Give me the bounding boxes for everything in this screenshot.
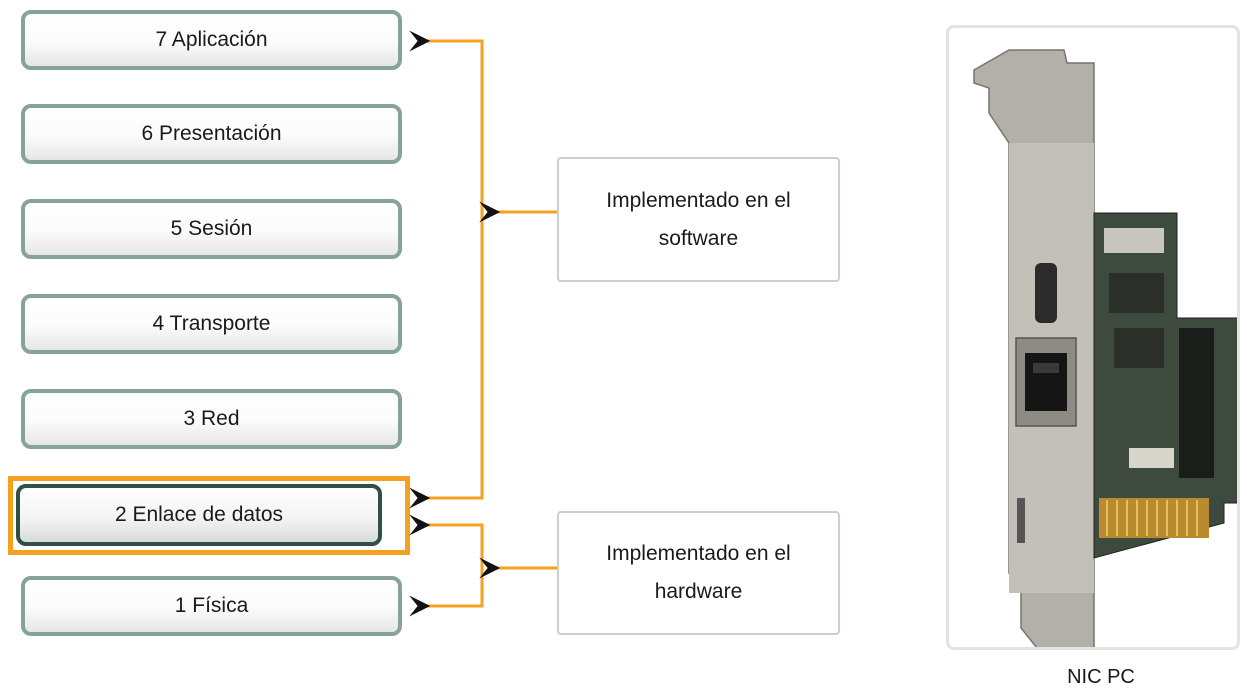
- layer-7-application: 7 Aplicación: [21, 10, 402, 70]
- data-link-highlight-frame: [8, 476, 410, 555]
- layer-6-presentation: 6 Presentación: [21, 104, 402, 164]
- layer-2-data-link: 2 Enlace de datos: [16, 484, 382, 546]
- software-box-line-2: software: [658, 226, 739, 250]
- nic-card-image: [973, 49, 1240, 649]
- hardware-box-line-2: hardware: [654, 580, 743, 603]
- layer-5-session: 5 Sesión: [21, 199, 402, 259]
- layer-1-physical: 1 Física: [21, 576, 402, 636]
- nic-caption: NIC PC: [1067, 666, 1135, 688]
- software-bracket: [409, 30, 484, 509]
- hardware-bracket: [409, 514, 484, 617]
- layer-4-transport: 4 Transporte: [21, 294, 402, 354]
- hardware-implementation-box: Implementado en el hardware: [557, 511, 840, 635]
- software-implementation-box: Implementado en el software: [557, 157, 840, 282]
- hardware-box-line-1: Implementado en el: [606, 542, 791, 565]
- software-box-line-1: Implementado en el: [606, 188, 791, 212]
- layer-3-network: 3 Red: [21, 389, 402, 449]
- nic-image-frame: [946, 25, 1240, 650]
